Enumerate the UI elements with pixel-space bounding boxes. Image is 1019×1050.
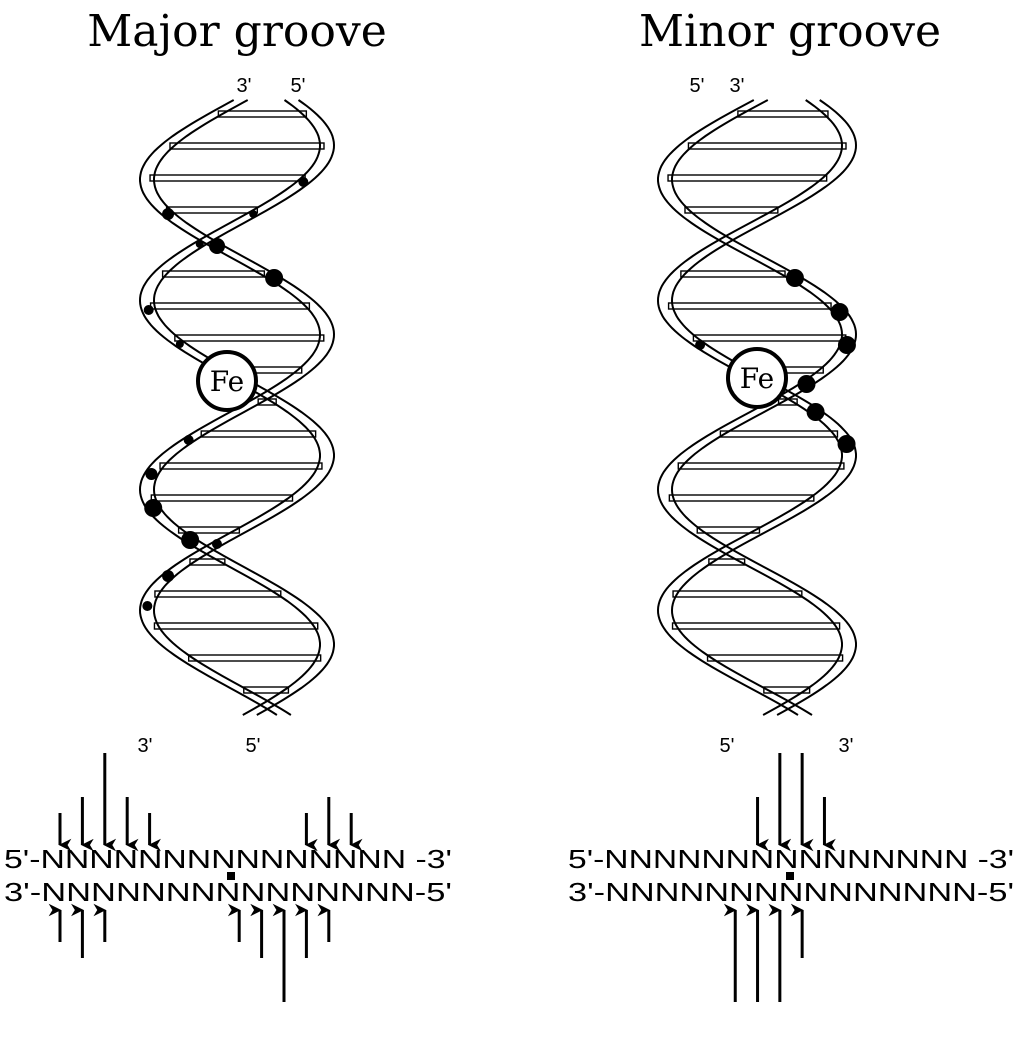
right-bottom-end-label-1: 5' <box>720 735 735 757</box>
left-bottom-strand-sequence: 3'-NNNNNNNNNNNNNNN-5' <box>4 877 452 907</box>
base-pair-rung <box>151 495 292 501</box>
contact-dot <box>249 210 257 218</box>
base-pair-rung <box>669 303 831 309</box>
fe-center-left: Fe <box>198 352 256 410</box>
right-bottom-end-label-2: 3' <box>839 735 854 757</box>
base-pair-rung <box>167 207 258 213</box>
base-pair-rung <box>669 495 813 501</box>
right-top-end-label-2: 3' <box>730 75 745 97</box>
contact-dot <box>695 340 705 350</box>
contact-dot <box>162 570 174 582</box>
left-top-strand-sequence: 5'-NNNNNNNNNNNNNNN -3' <box>4 844 452 874</box>
base-pair-rung <box>720 431 837 437</box>
base-pair-rung <box>688 143 846 149</box>
contact-dot <box>838 435 856 453</box>
right-top-strand-sequence: 5'-NNNNNNNNNNNNNNN -3' <box>568 844 1014 874</box>
base-pair-rung <box>693 335 845 341</box>
contact-dot <box>786 269 804 287</box>
contact-dot <box>265 269 283 287</box>
right-top-end-label-1: 5' <box>690 75 705 97</box>
contact-dot <box>798 375 816 393</box>
base-pair-rung <box>708 655 843 661</box>
fe-label-left: Fe <box>210 365 244 398</box>
left-top-end-label-1: 3' <box>237 75 252 97</box>
base-pair-rung <box>673 623 840 629</box>
contact-dot <box>176 340 184 348</box>
minor-groove-title: Minor groove <box>639 6 941 57</box>
contact-dot <box>212 539 222 549</box>
base-pair-rung <box>151 303 310 309</box>
base-pair-rung <box>163 271 265 277</box>
base-pair-rung <box>678 463 844 469</box>
base-pair-rung <box>155 591 281 597</box>
base-pair-rung <box>201 431 315 437</box>
contact-dot <box>142 601 152 611</box>
base-pair-rung <box>160 463 322 469</box>
base-pair-rung <box>681 271 785 277</box>
base-pair-rung <box>218 111 306 117</box>
fe-center-right: Fe <box>728 349 786 407</box>
contact-dot <box>298 177 308 187</box>
contact-dot <box>181 531 199 549</box>
contact-dot <box>838 336 856 354</box>
base-pair-rung <box>189 655 321 661</box>
base-pair-rung <box>150 175 305 181</box>
right-cleavage-center-marker <box>786 872 794 880</box>
left-cleavage-center-marker <box>227 872 235 880</box>
fe-label-right: Fe <box>740 362 774 395</box>
base-pair-rung <box>170 143 324 149</box>
major-groove-panel: Major groove 3' 5' Fe 3' 5' 5'-NNNNNNNNN… <box>4 6 452 1002</box>
left-bottom-end-label-1: 3' <box>138 735 153 757</box>
major-groove-title: Major groove <box>87 6 387 57</box>
contact-dot <box>196 240 204 248</box>
contact-dot <box>144 499 162 517</box>
left-bottom-end-label-2: 5' <box>246 735 261 757</box>
base-pair-rung <box>668 175 827 181</box>
base-pair-rung <box>175 335 324 341</box>
contact-dot <box>209 238 225 254</box>
contact-dot <box>184 435 194 445</box>
minor-groove-panel: Minor groove 5' 3' Fe 5' 3' 5'-NNNNNNNNN… <box>568 6 1014 1002</box>
contact-dot <box>831 303 849 321</box>
base-pair-rung <box>673 591 802 597</box>
contact-dot <box>807 403 825 421</box>
base-pair-rung <box>738 111 828 117</box>
base-pair-rung <box>685 207 778 213</box>
left-top-end-label-2: 5' <box>291 75 306 97</box>
contact-dot <box>145 468 157 480</box>
base-pair-rung <box>154 623 317 629</box>
contact-dot <box>162 208 174 220</box>
contact-dot <box>144 305 154 315</box>
right-bottom-strand-sequence: 3'-NNNNNNNNNNNNNNN-5' <box>568 877 1014 907</box>
